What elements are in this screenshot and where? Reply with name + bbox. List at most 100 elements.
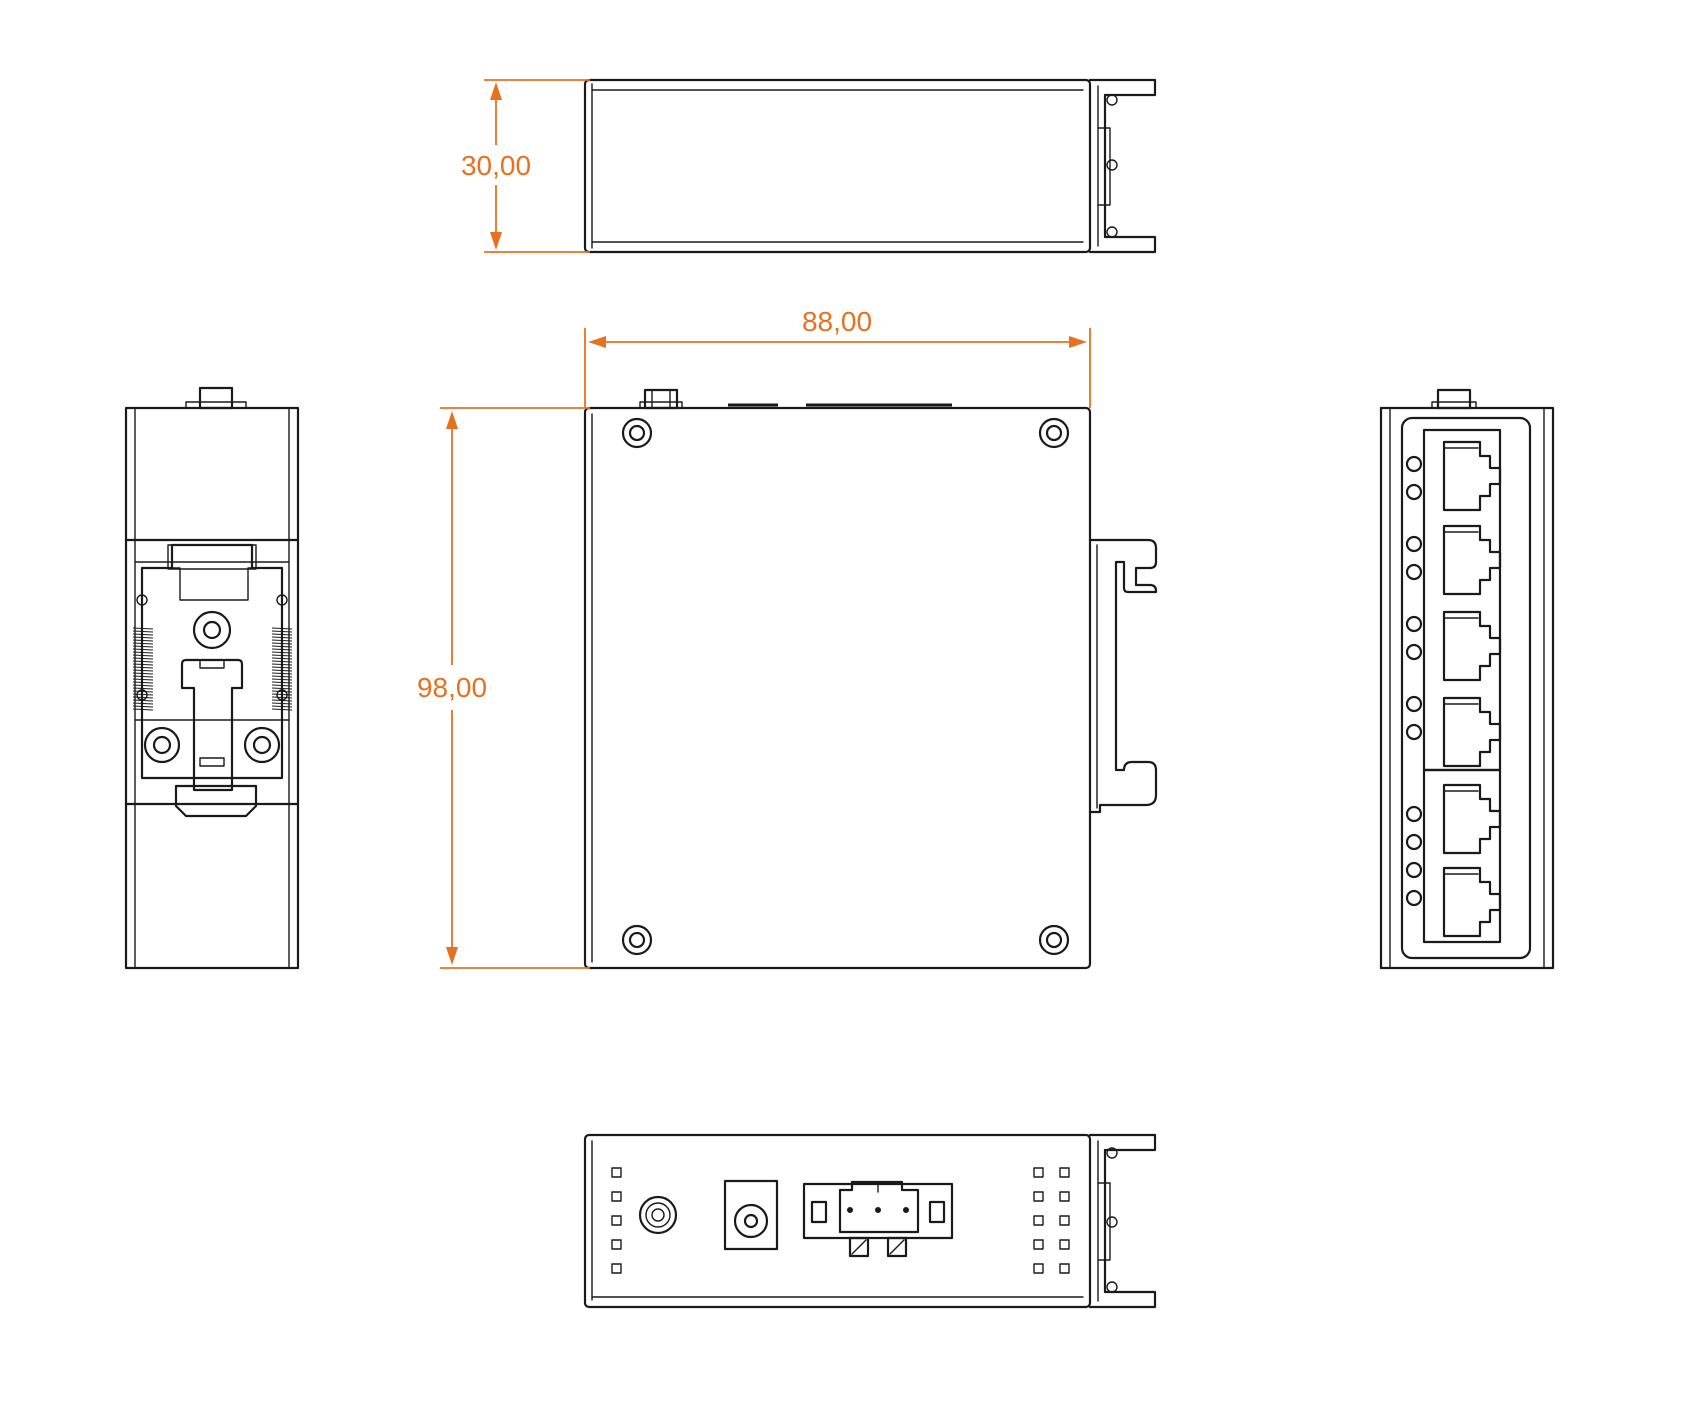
spring-coil bbox=[271, 666, 293, 669]
status-led bbox=[1405, 483, 1423, 501]
status-led bbox=[1405, 833, 1423, 851]
spring-coil bbox=[132, 675, 154, 678]
vent-slot-inner bbox=[804, 112, 878, 202]
spring-coil bbox=[271, 645, 293, 648]
spring-coil bbox=[271, 663, 293, 666]
spring-coil bbox=[271, 651, 293, 654]
top-view: 30,00 bbox=[461, 78, 1157, 254]
spring-coil bbox=[271, 642, 293, 645]
indicator-square bbox=[1033, 1263, 1044, 1274]
spring-coil bbox=[132, 678, 154, 681]
spring-coil bbox=[132, 669, 154, 672]
status-led bbox=[1405, 805, 1423, 823]
vent-slot-inner bbox=[1006, 103, 1057, 164]
status-led bbox=[1405, 889, 1423, 907]
bottom-view bbox=[583, 1133, 1157, 1309]
indicator-square bbox=[1033, 1167, 1044, 1178]
indicator-square bbox=[1059, 1215, 1070, 1226]
status-led bbox=[1405, 615, 1423, 633]
spring-coil bbox=[132, 663, 154, 666]
vent-slot-inner bbox=[744, 112, 818, 202]
indicator-square bbox=[611, 1167, 622, 1178]
reset-button bbox=[638, 1195, 678, 1235]
spring-coil bbox=[132, 636, 154, 639]
indicator-square bbox=[611, 1191, 622, 1202]
vent-slot-inner bbox=[646, 103, 697, 164]
spring-coil bbox=[132, 654, 154, 657]
spring-coil bbox=[132, 630, 154, 633]
status-led bbox=[1405, 535, 1423, 553]
spring-coil bbox=[271, 657, 293, 660]
vent-slot-inner bbox=[766, 103, 817, 164]
spring-coil bbox=[271, 690, 293, 693]
spring-coil bbox=[132, 681, 154, 684]
spring-coil bbox=[132, 690, 154, 693]
spring-coil bbox=[271, 660, 293, 663]
spring-coil bbox=[271, 654, 293, 657]
spring-coil bbox=[132, 651, 154, 654]
vent-slot-inner bbox=[826, 103, 877, 164]
spring-coil bbox=[132, 660, 154, 663]
spring-coil bbox=[271, 705, 293, 708]
spring-coil bbox=[271, 633, 293, 636]
spring-coil bbox=[271, 639, 293, 642]
indicator-square bbox=[611, 1239, 622, 1250]
spring-coil bbox=[132, 699, 154, 702]
spring-coil bbox=[271, 627, 293, 630]
spring-coil bbox=[132, 687, 154, 690]
depth-dimension: 98,00 bbox=[417, 407, 590, 969]
clip-springs bbox=[132, 627, 293, 711]
indicator-square bbox=[611, 1215, 622, 1226]
rj45-ports bbox=[1442, 440, 1502, 938]
spring-coil bbox=[132, 693, 154, 696]
vent-slot-inner bbox=[684, 112, 758, 202]
depth-dimension-label: 98,00 bbox=[417, 672, 487, 703]
spring-coil bbox=[271, 636, 293, 639]
status-led bbox=[1405, 563, 1423, 581]
indicator-square bbox=[1033, 1215, 1044, 1226]
vent-slot-inner bbox=[924, 112, 998, 202]
indicator-square bbox=[1059, 1239, 1070, 1250]
bottom-indicator-column-left bbox=[611, 1167, 622, 1274]
spring-coil bbox=[132, 645, 154, 648]
indicator-square bbox=[611, 1263, 622, 1274]
status-led bbox=[1405, 643, 1423, 661]
indicator-square bbox=[1059, 1263, 1070, 1274]
vent-slot-inner bbox=[706, 103, 757, 164]
spring-coil bbox=[132, 657, 154, 660]
rj45-port bbox=[1442, 610, 1502, 682]
rj45-port bbox=[1442, 440, 1502, 512]
vent-slot-inner bbox=[946, 103, 997, 164]
vent-slot-inner bbox=[886, 103, 937, 164]
spring-coil bbox=[271, 699, 293, 702]
spring-coil bbox=[132, 642, 154, 645]
rj45-port bbox=[1442, 524, 1502, 596]
indicator-square bbox=[1033, 1191, 1044, 1202]
indicator-square bbox=[1033, 1239, 1044, 1250]
rj45-port bbox=[1442, 783, 1502, 855]
spring-coil bbox=[132, 672, 154, 675]
spring-coil bbox=[271, 672, 293, 675]
height-dimension-label: 30,00 bbox=[461, 150, 531, 181]
spring-coil bbox=[271, 681, 293, 684]
height-dimension: 30,00 bbox=[461, 79, 590, 253]
spring-coil bbox=[132, 627, 154, 630]
spring-coil bbox=[271, 684, 293, 687]
indicator-square bbox=[1059, 1191, 1070, 1202]
spring-coil bbox=[132, 705, 154, 708]
spring-coil bbox=[271, 648, 293, 651]
side-view bbox=[583, 388, 1158, 970]
spring-coil bbox=[132, 639, 154, 642]
spring-coil bbox=[271, 675, 293, 678]
status-led bbox=[1405, 723, 1423, 741]
spring-coil bbox=[132, 684, 154, 687]
ventilation-slots bbox=[624, 103, 1058, 202]
spring-coil bbox=[271, 693, 293, 696]
front-view bbox=[1379, 388, 1555, 970]
vent-slot-inner bbox=[864, 112, 938, 202]
spring-coil bbox=[271, 669, 293, 672]
rear-view bbox=[124, 386, 300, 970]
spring-coil bbox=[271, 708, 293, 711]
rj45-port bbox=[1442, 696, 1502, 768]
